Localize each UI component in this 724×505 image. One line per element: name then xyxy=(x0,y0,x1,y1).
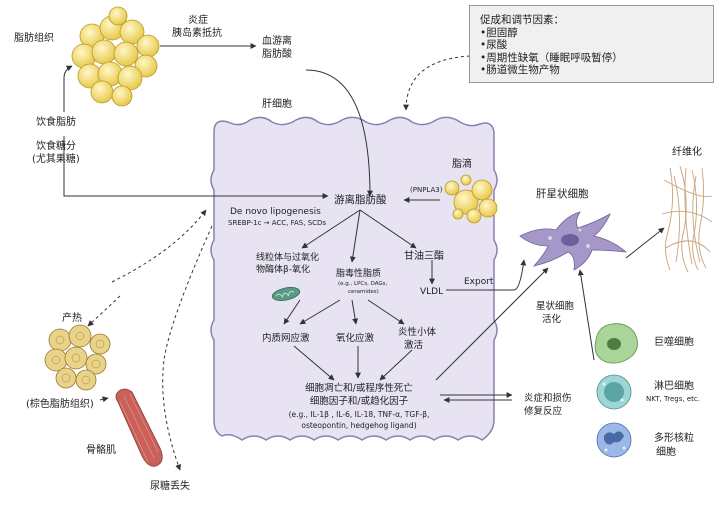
lymphocyte-label: 淋巴细胞 xyxy=(654,381,694,392)
lipotoxic-sub-1: (e.g., LPCs, DAGs, xyxy=(338,281,388,287)
pathway-arrows xyxy=(63,43,665,398)
export-label: Export xyxy=(464,277,494,287)
lipotoxic-label: 脂毒性脂质 xyxy=(336,269,382,279)
er-stress-label: 内质网应激 xyxy=(262,333,310,344)
dietary-sugar-label-2: (尤其果糖) xyxy=(32,154,80,165)
factor-item: •肠道微生物产物 xyxy=(480,64,560,76)
dietary-fat-label: 饮食脂肪 xyxy=(36,117,76,128)
adipose-tissue-label: 脂肪组织 xyxy=(14,33,54,44)
triglyceride-label: 甘油三酯 xyxy=(404,251,444,262)
inflam-repair-label-2: 修复反应 xyxy=(524,406,563,417)
inflammation-label: 炎症 xyxy=(188,15,208,26)
thermogenesis-label: 产热 xyxy=(62,313,82,324)
factor-item: •周期性缺氧（睡眠呼吸暂停） xyxy=(480,51,623,64)
macrophage-icon xyxy=(594,323,638,364)
insulin-resistance-label: 胰岛素抵抗 xyxy=(172,28,222,39)
neutrophil-label-1: 多形核粒 xyxy=(654,433,694,444)
glycosuria-label: 尿糖丢失 xyxy=(150,481,190,492)
activation-label-1: 星状细胞 xyxy=(536,301,575,312)
inflammasome-label-1: 炎性小体 xyxy=(398,327,437,338)
factor-item: •胆固醇 xyxy=(480,26,518,39)
lipotoxic-sub-2: ceramides) xyxy=(348,289,379,295)
hepatocyte-cell xyxy=(210,116,498,441)
adipose-tissue-icon xyxy=(71,6,160,107)
brown-fat-label: (棕色脂肪组织) xyxy=(26,399,94,410)
de-novo-label: De novo lipogenesis xyxy=(230,207,321,217)
neutrophil-icon xyxy=(596,422,632,458)
stellate-label: 肝星状细胞 xyxy=(536,188,589,200)
fibrosis-fibers-icon xyxy=(661,165,713,273)
srebp-label: SREBP-1c → ACC, FAS, SCDs xyxy=(228,219,327,227)
beta-ox-label-2: 物酶体β-氧化 xyxy=(256,265,310,275)
lymphocyte-icon xyxy=(596,374,632,410)
mitochondrion-icon xyxy=(271,287,301,301)
death-label-1: 细胞凋亡和/或程序性死亡 xyxy=(305,383,413,394)
death-label-3: (e.g., IL-1β , IL-6, IL-18, TNF-α, TGF-β… xyxy=(288,410,430,419)
factor-item: •尿酸 xyxy=(480,39,508,51)
inflam-repair-label-1: 炎症和损伤 xyxy=(524,393,572,404)
blood-ffa-label-1: 血游离 xyxy=(262,36,292,47)
death-label-4: osteopontin, hedgehog ligand) xyxy=(301,421,417,430)
neutrophil-label-2: 细胞 xyxy=(656,447,676,458)
fibrosis-label: 纤维化 xyxy=(672,147,702,158)
hepatocyte-label: 肝细胞 xyxy=(262,99,292,110)
brown-fat-icon xyxy=(44,324,111,391)
ffa-label: 游离脂肪酸 xyxy=(334,194,387,206)
dietary-sugar-label-1: 饮食糖分 xyxy=(36,141,76,152)
beta-ox-label-1: 线粒体与过氧化 xyxy=(256,253,320,263)
blood-ffa-label-2: 脂肪酸 xyxy=(262,49,292,60)
factors-title: 促成和调节因素： xyxy=(480,14,564,26)
vldl-label: VLDL xyxy=(420,287,444,297)
pnpla3-label: (PNPLA3) xyxy=(410,186,443,194)
inflammasome-label-2: 激活 xyxy=(404,340,424,351)
stellate-cell-icon xyxy=(519,211,628,271)
lipid-droplet-label: 脂滴 xyxy=(452,159,472,170)
skeletal-muscle-label: 骨骼肌 xyxy=(86,445,116,456)
lymphocyte-subtypes: NKT, Tregs, etc. xyxy=(646,395,700,403)
dashed-arrows xyxy=(87,55,471,471)
factors-box: 促成和调节因素： •胆固醇 •尿酸 •周期性缺氧（睡眠呼吸暂停） •肠道微生物产… xyxy=(469,5,714,83)
skeletal-muscle-icon xyxy=(115,388,163,467)
activation-label-2: 活化 xyxy=(542,314,562,325)
lipid-droplet-icon xyxy=(444,174,498,224)
ox-stress-label: 氧化应激 xyxy=(336,333,375,344)
death-label-2: 细胞因子和/或趋化因子 xyxy=(309,396,409,407)
macrophage-label: 巨噬细胞 xyxy=(654,337,694,348)
